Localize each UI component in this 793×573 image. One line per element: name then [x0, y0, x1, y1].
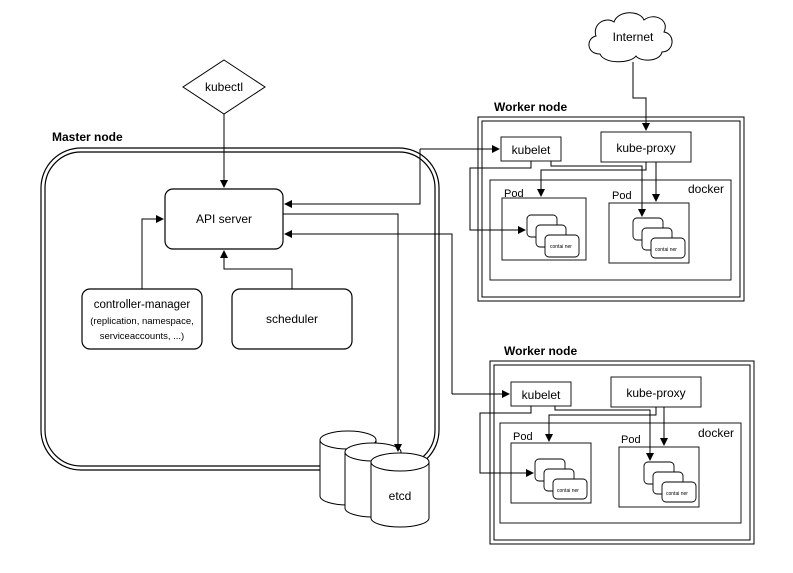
svg-text:Pod: Pod: [504, 188, 524, 200]
w1-kubelet-pod-b: [550, 161, 646, 217]
etcd-database: etcd: [319, 430, 430, 528]
connectors: [141, 62, 668, 477]
worker-1-container-a: contai ner: [550, 244, 572, 250]
w1-proxy-pod-a: [537, 162, 647, 197]
kubectl-node: kubectl: [182, 59, 266, 115]
master-node-title: Master node: [52, 130, 123, 144]
controller-manager-label: controller-manager: [94, 299, 191, 311]
worker-1-kube-proxy: kube-proxy: [600, 131, 692, 163]
internet-cloud: Internet: [588, 12, 673, 63]
worker-1-container-b: contai ner: [655, 247, 677, 253]
controller-manager: controller-manager (replication, namespa…: [81, 288, 203, 350]
controller-manager-detail-1: (replication, namespace,: [90, 316, 194, 327]
worker-node-2-title: Worker node: [504, 344, 577, 358]
worker-1-pod-b: Pod contai ner: [608, 190, 690, 264]
w2-kubelet-pod-a: [479, 406, 534, 477]
arrow-internet-proxy: [632, 62, 650, 131]
api-server-label: API server: [196, 212, 252, 226]
worker-node-1: Worker node kubelet kube-proxy docker Po…: [477, 100, 745, 302]
etcd-label: etcd: [389, 489, 412, 503]
arrow-kubelet2-api: [284, 230, 453, 394]
w1-kubelet-pod-a: [469, 161, 532, 234]
svg-text:docker: docker: [688, 182, 724, 196]
arrow-kubelet1-api: [284, 149, 421, 208]
svg-text:Pod: Pod: [621, 434, 641, 446]
arrow-api-etcd: [283, 213, 402, 452]
svg-text:kube-proxy: kube-proxy: [616, 141, 675, 155]
worker-2-kubelet: kubelet: [510, 381, 572, 407]
worker-node-1-title: Worker node: [494, 100, 567, 114]
worker-2-container-b: contai ner: [666, 491, 688, 497]
svg-text:docker: docker: [698, 426, 734, 440]
worker-2-pod-a: Pod contai ner: [510, 431, 592, 504]
controller-manager-detail-2: serviceaccounts, ...): [100, 331, 184, 342]
kubectl-label: kubectl: [205, 80, 243, 94]
svg-text:Pod: Pod: [513, 431, 533, 443]
worker-2-container-a: contai ner: [557, 488, 579, 494]
svg-text:kubelet: kubelet: [512, 143, 551, 157]
w2-proxy-pod-a: [545, 407, 657, 442]
svg-text:kubelet: kubelet: [522, 388, 561, 402]
arrow-controller-api: [141, 215, 164, 289]
cloud-icon: [588, 12, 673, 63]
scheduler: scheduler: [231, 288, 353, 350]
worker-1-pod-a: Pod contai ner: [501, 188, 587, 261]
svg-text:kube-proxy: kube-proxy: [626, 386, 685, 400]
api-server: API server: [164, 188, 284, 250]
scheduler-label: scheduler: [266, 312, 318, 326]
arrow-scheduler-api: [220, 250, 293, 289]
master-node: Master node: [40, 130, 440, 471]
internet-label: Internet: [613, 30, 654, 44]
worker-2-kube-proxy: kube-proxy: [610, 376, 702, 408]
worker-1-kubelet: kubelet: [500, 136, 562, 162]
w2-kubelet-pod-b: [554, 406, 654, 461]
worker-node-2: Worker node kubelet kube-proxy docker Po…: [489, 344, 755, 545]
svg-text:Pod: Pod: [612, 190, 632, 202]
worker-2-pod-b: Pod contai ner: [618, 434, 700, 508]
